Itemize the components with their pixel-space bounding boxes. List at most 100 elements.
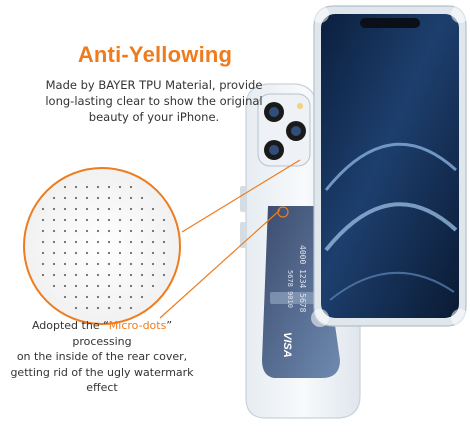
micro-dot (74, 196, 78, 200)
micro-dot (118, 262, 122, 266)
micro-dot (140, 262, 144, 266)
micro-dot (118, 196, 122, 200)
micro-dot (74, 306, 78, 310)
micro-dot (74, 185, 78, 189)
description-line: Made by BAYER TPU Material, provide (45, 78, 263, 92)
callout-line (159, 209, 281, 319)
micro-dot (63, 185, 67, 189)
note-line-2: on the inside of the rear cover, (16, 350, 188, 363)
micro-dot (129, 284, 133, 288)
micro-dot (162, 240, 166, 244)
micro-dot (107, 306, 111, 310)
micro-dot (63, 196, 67, 200)
micro-dot (63, 273, 67, 277)
micro-dot (85, 262, 89, 266)
micro-dot (151, 207, 155, 211)
micro-dot (140, 284, 144, 288)
micro-dot (140, 218, 144, 222)
micro-dot (96, 185, 100, 189)
micro-dot (107, 218, 111, 222)
micro-dot (129, 240, 133, 244)
micro-dot (85, 196, 89, 200)
micro-dot (41, 207, 45, 211)
micro-dot (85, 229, 89, 233)
micro-dot (129, 251, 133, 255)
micro-dot (118, 295, 122, 299)
micro-dot (129, 306, 133, 310)
micro-dot (52, 262, 56, 266)
micro-dot (118, 251, 122, 255)
card-number-2: 5678 9010 (286, 270, 294, 308)
micro-dot (107, 185, 111, 189)
micro-dot (85, 295, 89, 299)
micro-dot (63, 262, 67, 266)
micro-dot (162, 262, 166, 266)
micro-dot (118, 240, 122, 244)
micro-dot (74, 295, 78, 299)
micro-dot (118, 273, 122, 277)
micro-dot (85, 240, 89, 244)
micro-dot (96, 284, 100, 288)
micro-dot (52, 196, 56, 200)
micro-dot (162, 218, 166, 222)
micro-dot (85, 251, 89, 255)
callout-target-icon (277, 206, 289, 218)
callout-line (181, 159, 301, 233)
micro-dot (107, 196, 111, 200)
micro-dot (85, 207, 89, 211)
description-line: beauty of your iPhone. (88, 110, 220, 124)
micro-dot (140, 207, 144, 211)
micro-dot (63, 240, 67, 244)
micro-dot (140, 251, 144, 255)
micro-dot (41, 251, 45, 255)
micro-dot (52, 207, 56, 211)
micro-dot (63, 295, 67, 299)
micro-dot (140, 240, 144, 244)
card-brand-label: VISA (281, 332, 293, 358)
micro-dot (96, 306, 100, 310)
micro-dot (107, 240, 111, 244)
micro-dot (140, 295, 144, 299)
note-line-3: getting rid of the ugly watermark (10, 365, 194, 379)
micro-dot (41, 218, 45, 222)
micro-dot (129, 295, 133, 299)
micro-dot (96, 251, 100, 255)
micro-dot (63, 229, 67, 233)
note-line-1: Adopted the “Micro-dots” processing (2, 318, 202, 349)
note-line-4: effect (86, 381, 118, 394)
micro-dot (129, 218, 133, 222)
micro-dot (74, 218, 78, 222)
micro-dots-magnifier (23, 167, 181, 325)
micro-dot (63, 284, 67, 288)
micro-dot (107, 284, 111, 288)
micro-dot (96, 273, 100, 277)
micro-dot (52, 251, 56, 255)
micro-dot (151, 262, 155, 266)
micro-dot (129, 207, 133, 211)
micro-dot (118, 229, 122, 233)
micro-dot (96, 229, 100, 233)
micro-dot (63, 207, 67, 211)
micro-dot (96, 262, 100, 266)
micro-dot (96, 218, 100, 222)
micro-dot (74, 240, 78, 244)
micro-dot (74, 262, 78, 266)
phone-front (311, 5, 469, 327)
micro-dot (74, 207, 78, 211)
micro-dot (151, 251, 155, 255)
micro-dot (151, 273, 155, 277)
micro-dot (74, 229, 78, 233)
micro-dot (74, 251, 78, 255)
micro-dot (85, 218, 89, 222)
micro-dot (107, 251, 111, 255)
micro-dot (129, 196, 133, 200)
micro-dot (41, 273, 45, 277)
micro-dot (52, 284, 56, 288)
micro-dot (96, 240, 100, 244)
micro-dot (96, 207, 100, 211)
headline: Anti-Yellowing (77, 42, 233, 67)
micro-dot (107, 229, 111, 233)
micro-dot (41, 262, 45, 266)
micro-dot (41, 240, 45, 244)
